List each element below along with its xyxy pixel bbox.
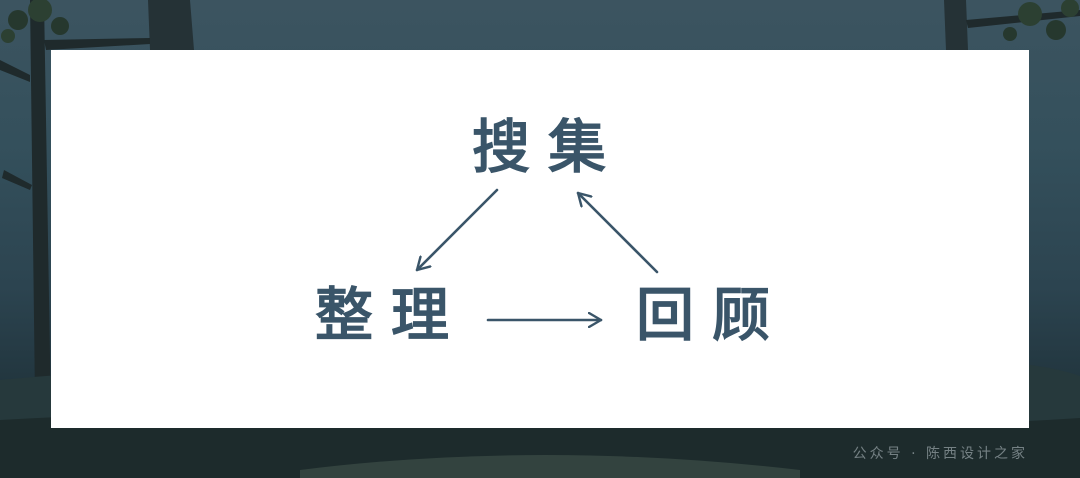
node-organize: 整理 [315, 281, 468, 349]
node-review: 回顾 [636, 281, 789, 349]
diagram-card: 搜集 整理 回顾 [51, 50, 1029, 428]
arrow-review-to-collect [576, 191, 659, 274]
watermark-text: 公众号 · 陈西设计之家 [852, 446, 1028, 462]
node-collect: 搜集 [472, 113, 625, 181]
arrow-collect-to-organize [415, 188, 499, 272]
cycle-arrows [415, 188, 659, 428]
